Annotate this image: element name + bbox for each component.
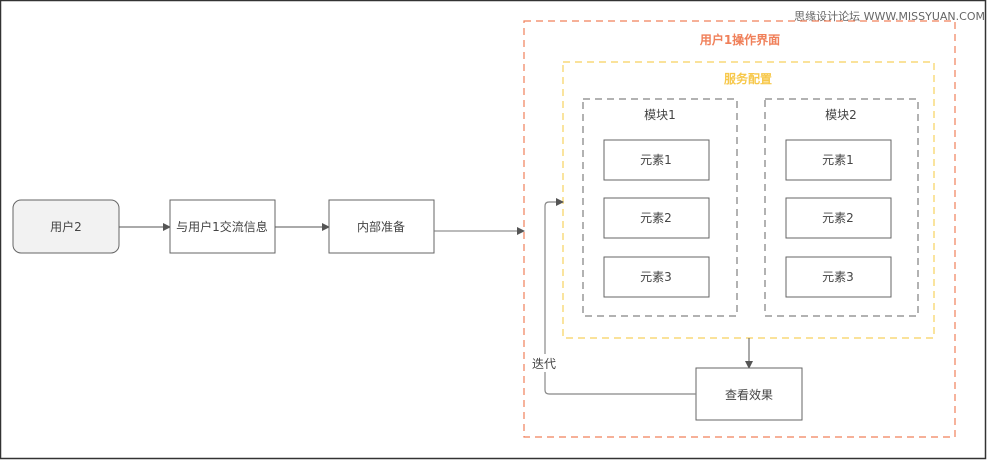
element-label: 元素2 <box>640 211 672 225</box>
exchange-label: 与用户1交流信息 <box>176 219 268 234</box>
element-node[interactable]: 元素3 <box>603 256 710 298</box>
element-node[interactable]: 元素1 <box>603 139 710 181</box>
module-title: 模块1 <box>644 108 676 122</box>
review-label: 查看效果 <box>725 387 773 402</box>
user1-ui-container: 用户1操作界面 <box>523 20 956 438</box>
user2-node[interactable]: 用户2 <box>12 199 120 254</box>
user1-ui-title: 用户1操作界面 <box>699 32 780 47</box>
element-node[interactable]: 元素1 <box>785 139 892 181</box>
iterate-label: 迭代 <box>532 357 556 371</box>
element-node[interactable]: 元素2 <box>785 197 892 239</box>
module-2: 模块2 元素1 元素2 元素3 <box>764 98 919 317</box>
element-label: 元素1 <box>640 153 672 167</box>
review-node[interactable]: 查看效果 <box>695 367 803 421</box>
service-config-title: 服务配置 <box>724 71 772 86</box>
module-1: 模块1 元素1 元素2 元素3 <box>582 98 738 317</box>
element-label: 元素3 <box>640 270 672 284</box>
exchange-node[interactable]: 与用户1交流信息 <box>169 199 276 254</box>
prepare-label: 内部准备 <box>357 219 405 234</box>
element-label: 元素1 <box>822 153 854 167</box>
element-label: 元素2 <box>822 211 854 225</box>
element-node[interactable]: 元素3 <box>785 256 892 298</box>
prepare-node[interactable]: 内部准备 <box>328 199 435 254</box>
element-node[interactable]: 元素2 <box>603 197 710 239</box>
watermark: 思缘设计论坛 WWW.MISSYUAN.COM <box>794 9 985 23</box>
user2-label: 用户2 <box>50 219 82 234</box>
iterate-label-bg <box>530 354 560 372</box>
element-label: 元素3 <box>822 270 854 284</box>
module-title: 模块2 <box>825 108 857 122</box>
iterate-loop-arrow <box>544 198 696 395</box>
